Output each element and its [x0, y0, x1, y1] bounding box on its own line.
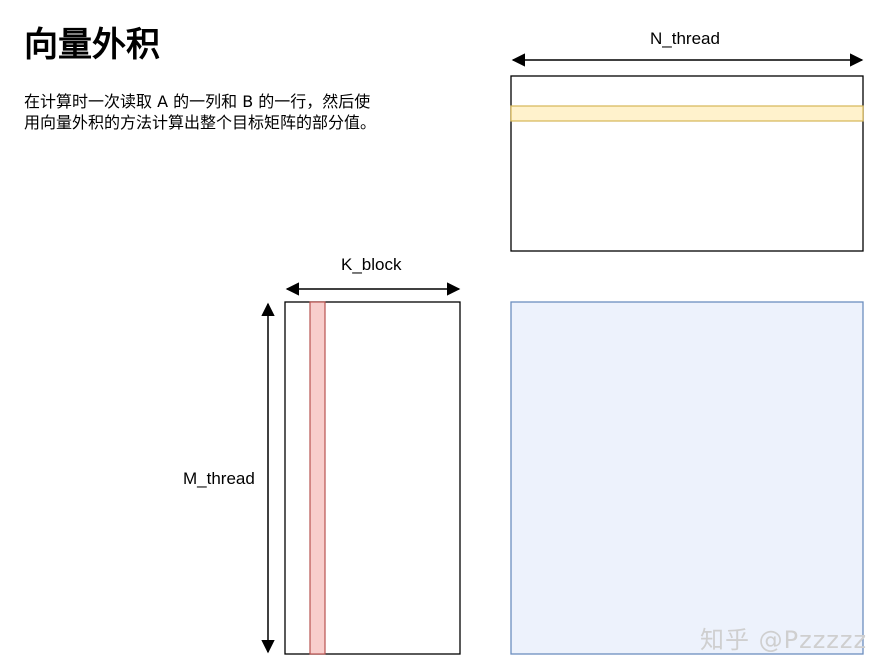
diagram-title: 向量外积: [24, 25, 160, 65]
matrix-a-column-highlight: [309, 301, 326, 655]
matrix-b: [510, 75, 864, 252]
result-matrix: [510, 301, 864, 655]
description-line-1: 在计算时一次读取 A 的一列和 B 的一行，然后使: [24, 92, 371, 111]
matrix-b-row-highlight: [510, 105, 864, 122]
n-thread-label: N_thread: [650, 29, 720, 48]
description-line-2: 用向量外积的方法计算出整个目标矩阵的部分值。: [24, 113, 377, 132]
description-text: 在计算时一次读取 A 的一列和 B 的一行，然后使 用向量外积的方法计算出整个目…: [24, 91, 424, 133]
watermark: 知乎 @Pzzzzz: [700, 626, 868, 654]
k-block-label: K_block: [341, 255, 402, 274]
m-thread-label: M_thread: [183, 469, 255, 488]
